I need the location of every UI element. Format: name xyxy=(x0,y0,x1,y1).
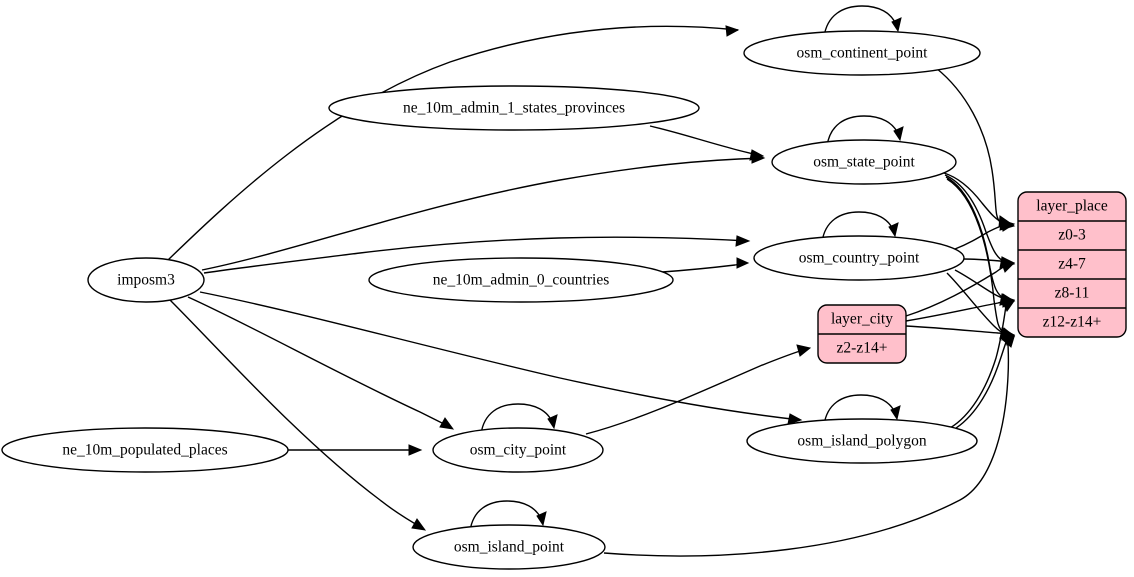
edge-ne_populated_places-to-osm_city_point xyxy=(288,444,423,456)
edge-self-loop-osm_island_point xyxy=(469,500,547,532)
edge-self-loop-osm_island_polygon xyxy=(823,394,901,426)
edge-imposm3-to-osm_island_point xyxy=(169,299,427,531)
node-osm_country_point[interactable]: osm_country_point xyxy=(753,235,965,281)
node-ne_10m_populated_places[interactable]: ne_10m_populated_places xyxy=(1,427,289,473)
node-osm_island_polygon[interactable]: osm_island_polygon xyxy=(746,418,978,464)
node-label-osm_island_point: osm_island_point xyxy=(454,539,565,556)
record-node-layer_city[interactable]: layer_city z2-z14+ xyxy=(817,304,907,364)
node-label-osm_city_point: osm_city_point xyxy=(470,442,567,459)
node-imposm3[interactable]: imposm3 xyxy=(87,257,205,303)
edge-osm_city_point-to-layer_city-z2-z14 xyxy=(585,344,812,435)
edge-imposm3-to-osm_city_point xyxy=(187,296,455,430)
node-label-osm_island_polygon: osm_island_polygon xyxy=(797,433,926,450)
edge-osm_country_point-to-layer_place-z0-3 xyxy=(954,219,1016,250)
edge-osm_island_polygon-to-layer_place-z8-11 xyxy=(949,300,1015,429)
edge-layer_city-to-layer_place-z8-11 xyxy=(905,295,1016,322)
edge-ne_states_provinces-to-osm_state_point xyxy=(649,125,765,161)
node-ne_10m_admin_0_countries[interactable]: ne_10m_admin_0_countries xyxy=(368,257,674,303)
node-osm_city_point[interactable]: osm_city_point xyxy=(432,427,604,473)
node-label-ne_10m_admin_0_countries: ne_10m_admin_0_countries xyxy=(433,272,610,289)
edge-ne_admin_0_countries-to-osm_country_point xyxy=(661,257,750,273)
edge-osm_continent_point-to-layer_place-z0-3 xyxy=(935,67,1015,228)
record-node-layer_place[interactable]: layer_place z0-3 z4-7 z8-11 z12-z14+ xyxy=(1017,191,1127,338)
record-node-layer: layer_place z0-3 z4-7 z8-11 z12-z14+ lay… xyxy=(817,191,1127,364)
node-osm_island_point[interactable]: osm_island_point xyxy=(412,524,606,570)
record-row-layer_place-z12-z14[interactable]: z12-z14+ xyxy=(1043,314,1102,331)
node-osm_continent_point[interactable]: osm_continent_point xyxy=(743,30,981,76)
node-label-osm_state_point: osm_state_point xyxy=(813,154,915,171)
edge-self-loop-osm_city_point xyxy=(480,403,558,435)
edge-imposm3-to-osm_state_point xyxy=(201,152,766,271)
edge-imposm3-to-osm_continent_point xyxy=(167,25,740,261)
edge-osm_island_polygon-to-layer_place-z12-z14 xyxy=(952,334,1015,431)
node-label-osm_continent_point: osm_continent_point xyxy=(797,45,929,62)
node-layer: imposm3 ne_10m_admin_1_states_provinces … xyxy=(1,30,981,570)
node-label-osm_country_point: osm_country_point xyxy=(799,250,920,267)
node-label-ne_10m_populated_places: ne_10m_populated_places xyxy=(62,442,227,459)
edge-imposm3-to-osm_country_point xyxy=(203,235,751,274)
edge-self-loop-osm_country_point xyxy=(821,211,899,243)
edge-osm_island_point-to-layer_place-z12-z14 xyxy=(603,336,1015,557)
record-row-layer_place-title: layer_place xyxy=(1036,198,1108,215)
node-label-ne_10m_admin_1_states_provinces: ne_10m_admin_1_states_provinces xyxy=(403,100,625,117)
node-ne_10m_admin_1_states_provinces[interactable]: ne_10m_admin_1_states_provinces xyxy=(328,85,700,131)
edge-self-loop-osm_continent_point xyxy=(823,5,902,38)
record-row-layer_city-title: layer_city xyxy=(831,311,893,328)
node-osm_state_point[interactable]: osm_state_point xyxy=(771,139,957,185)
record-row-layer_place-z4-7[interactable]: z4-7 xyxy=(1058,256,1086,273)
record-row-layer_city-z2-z14[interactable]: z2-z14+ xyxy=(837,340,888,357)
edge-layer xyxy=(167,5,1016,557)
edge-layer_city-to-layer_place-z4-7 xyxy=(905,260,1016,317)
record-row-layer_place-z0-3[interactable]: z0-3 xyxy=(1058,227,1086,244)
node-label-imposm3: imposm3 xyxy=(117,272,175,289)
edge-imposm3-to-osm_island_polygon xyxy=(199,291,803,425)
edge-self-loop-osm_state_point xyxy=(826,115,904,147)
edge-layer_city-to-layer_place-z12-z14 xyxy=(905,325,1016,341)
record-row-layer_place-z8-11[interactable]: z8-11 xyxy=(1055,285,1090,302)
